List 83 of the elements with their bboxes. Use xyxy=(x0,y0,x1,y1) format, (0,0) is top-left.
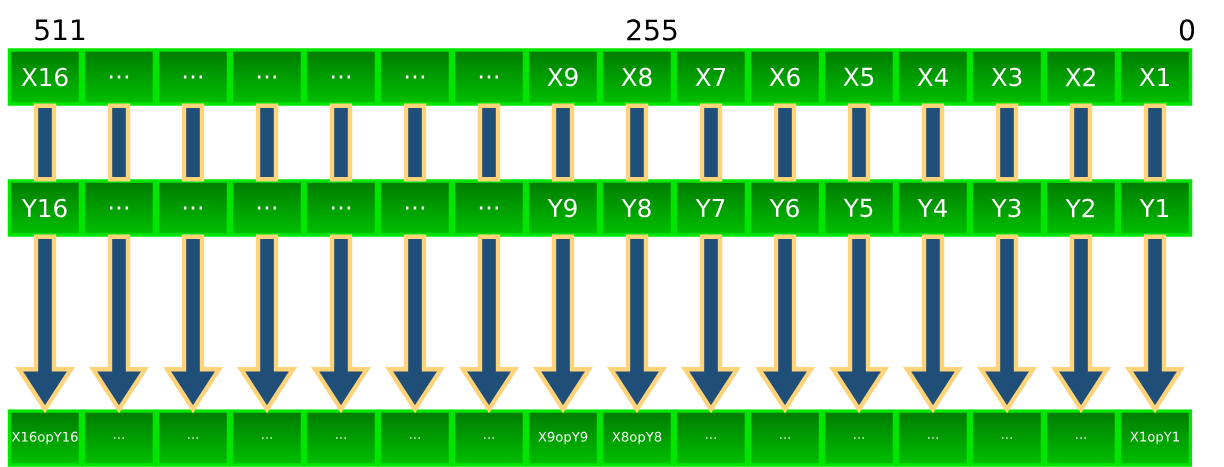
register-box: X5 xyxy=(821,48,897,106)
block-arrow xyxy=(33,103,57,182)
block-arrow xyxy=(14,234,76,414)
block-arrow xyxy=(1050,234,1112,414)
block-arrow xyxy=(532,234,594,414)
block-arrow xyxy=(384,234,446,414)
block-arrow xyxy=(551,103,575,182)
register-box: Y2 xyxy=(1043,179,1119,237)
register-box: Y9 xyxy=(525,179,601,237)
register-box: X1 xyxy=(1117,48,1193,106)
register-box: ... xyxy=(673,409,749,467)
block-arrow xyxy=(773,103,797,182)
block-arrow xyxy=(680,234,742,414)
register-box: X9opY9 xyxy=(525,409,601,467)
block-arrow xyxy=(1143,103,1167,182)
block-arrow xyxy=(902,234,964,414)
block-arrow xyxy=(995,103,1019,182)
register-box: ... xyxy=(451,409,527,467)
block-arrow xyxy=(310,234,372,414)
block-arrow xyxy=(329,103,353,182)
register-box: ... xyxy=(229,409,305,467)
register-box: Y6 xyxy=(747,179,823,237)
register-box: ... xyxy=(377,179,453,237)
bit-index: 511 xyxy=(35,19,85,41)
register-box: Y3 xyxy=(969,179,1045,237)
register-box: ... xyxy=(229,179,305,237)
block-arrow xyxy=(606,234,668,414)
block-arrow xyxy=(754,234,816,414)
register-box: ... xyxy=(81,409,157,467)
register-box: ... xyxy=(451,48,527,106)
register-box: X16 xyxy=(7,48,83,106)
block-arrow xyxy=(107,103,131,182)
register-box: X7 xyxy=(673,48,749,106)
register-box: ... xyxy=(155,48,231,106)
block-arrow xyxy=(699,103,723,182)
block-arrow xyxy=(828,234,890,414)
bit-index: 0 xyxy=(1179,19,1195,41)
block-arrow xyxy=(236,234,298,414)
register-box: ... xyxy=(303,179,379,237)
register-box: X8 xyxy=(599,48,675,106)
register-box: Y8 xyxy=(599,179,675,237)
register-box: X3 xyxy=(969,48,1045,106)
register-box: ... xyxy=(155,179,231,237)
register-box: Y7 xyxy=(673,179,749,237)
block-arrow xyxy=(181,103,205,182)
block-arrow xyxy=(403,103,427,182)
register-box: X2 xyxy=(1043,48,1119,106)
block-arrow xyxy=(477,103,501,182)
block-arrow xyxy=(921,103,945,182)
register-box: X6 xyxy=(747,48,823,106)
block-arrow xyxy=(625,103,649,182)
register-box: ... xyxy=(895,409,971,467)
block-arrow xyxy=(458,234,520,414)
register-box: ... xyxy=(1043,409,1119,467)
register-box: ... xyxy=(451,179,527,237)
register-box: ... xyxy=(377,48,453,106)
register-box: X8opY8 xyxy=(599,409,675,467)
register-box: ... xyxy=(229,48,305,106)
register-box: ... xyxy=(377,409,453,467)
register-box: ... xyxy=(303,409,379,467)
register-box: ... xyxy=(155,409,231,467)
block-arrow xyxy=(255,103,279,182)
register-box: Y5 xyxy=(821,179,897,237)
register-box: Y16 xyxy=(7,179,83,237)
register-box: ... xyxy=(303,48,379,106)
register-box: ... xyxy=(81,48,157,106)
block-arrow xyxy=(976,234,1038,414)
block-arrow xyxy=(1069,103,1093,182)
register-box: Y1 xyxy=(1117,179,1193,237)
block-arrow xyxy=(88,234,150,414)
block-arrow xyxy=(162,234,224,414)
register-box: X4 xyxy=(895,48,971,106)
register-box: ... xyxy=(821,409,897,467)
register-box: X9 xyxy=(525,48,601,106)
bit-index: 255 xyxy=(627,19,677,41)
block-arrow xyxy=(1124,234,1186,414)
register-box: Y4 xyxy=(895,179,971,237)
register-box: X1opY1 xyxy=(1117,409,1193,467)
register-box: ... xyxy=(747,409,823,467)
block-arrow xyxy=(847,103,871,182)
register-box: ... xyxy=(81,179,157,237)
register-box: X16opY16 xyxy=(7,409,83,467)
register-box: ... xyxy=(969,409,1045,467)
